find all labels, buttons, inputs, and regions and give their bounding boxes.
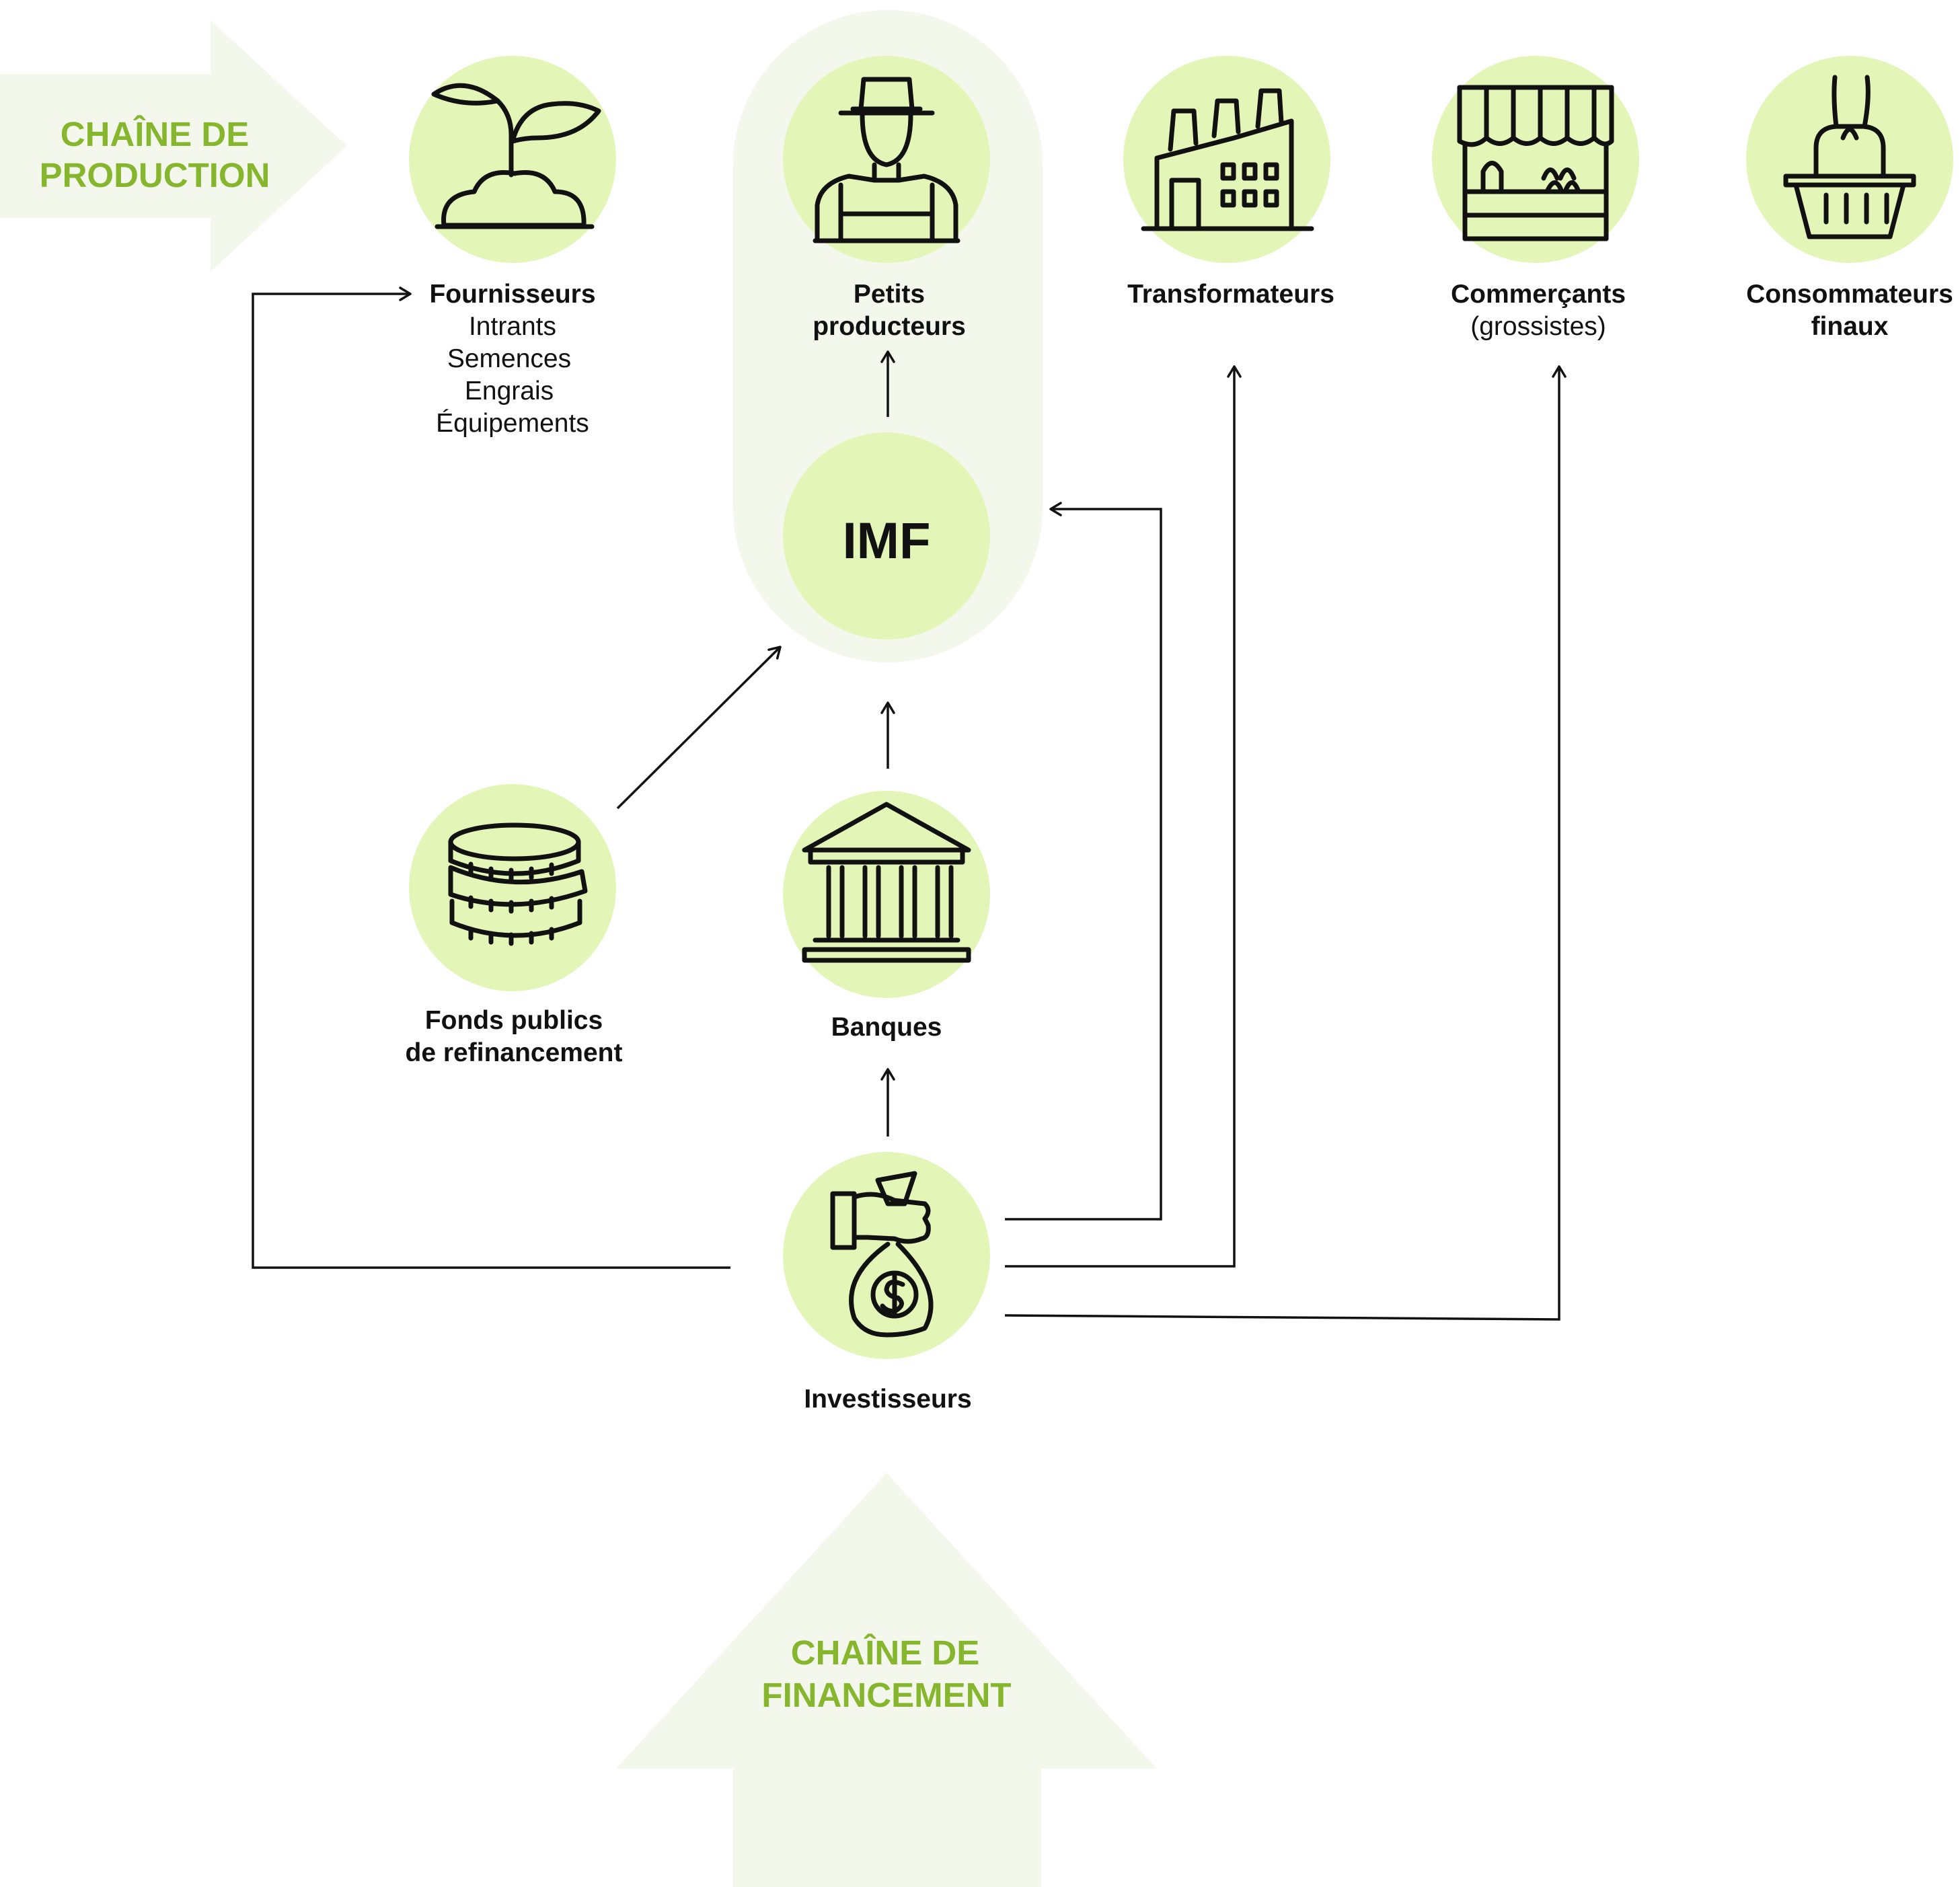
fonds-publics-label: Fonds publics (425, 1006, 603, 1035)
transformateurs-circle (1123, 56, 1330, 263)
fonds-publics-label: de refinancement (406, 1038, 623, 1067)
farmer-icon (813, 77, 960, 243)
imf-circle (783, 432, 990, 640)
financing-chain-arrow (616, 1473, 1157, 1887)
bank-building-icon (802, 802, 971, 963)
arrow-investisseurs-to-commercants (1004, 365, 1567, 1321)
arrow-fonds-to-imf (616, 646, 782, 810)
arrow-investisseurs-to-fournisseurs (252, 286, 730, 1269)
commercants-subtitle: (grossistes) (1470, 312, 1606, 341)
coin-stack-icon (448, 822, 588, 946)
petits-producteurs-circle (783, 56, 990, 263)
financing-chain-line1: CHAÎNE DE (791, 1633, 980, 1672)
investisseurs-label: Investisseurs (804, 1385, 971, 1414)
investisseurs-circle (783, 1152, 990, 1359)
consommateurs-label: Consommateurs (1746, 280, 1953, 309)
commercants-label: Commerçants (1451, 280, 1626, 309)
banques-circle (783, 791, 990, 998)
imf-label: IMF (843, 512, 931, 570)
fournisseurs-item: Semences (447, 344, 571, 373)
petits-producteurs-label: producteurs (813, 312, 966, 341)
consommateurs-label: finaux (1811, 312, 1889, 341)
fournisseurs-title: Fournisseurs (429, 280, 595, 309)
fonds-publics-circle (409, 784, 616, 991)
plant-sprout-icon (431, 83, 601, 229)
production-chain-line2: PRODUCTION (40, 156, 270, 194)
production-chain-line1: CHAÎNE DE (61, 114, 250, 153)
factory-icon (1141, 88, 1314, 231)
fournisseurs-item: Engrais (465, 377, 554, 406)
money-bag-hand-icon (830, 1171, 934, 1338)
petits-producteurs-label: Petits (854, 280, 925, 309)
arrow-investisseurs-to-transformateurs (1005, 365, 1242, 1268)
shopping-basket-icon (1783, 75, 1916, 239)
fournisseurs-item: Intrants (469, 312, 556, 341)
commercants-circle (1432, 56, 1639, 263)
transformateurs-label: Transformateurs (1127, 280, 1334, 309)
market-stall-icon (1457, 85, 1614, 241)
fournisseurs-item: Équipements (436, 409, 589, 438)
production-chain-arrow (0, 20, 347, 272)
arrow-investisseurs-to-imf (1005, 502, 1162, 1221)
banques-label: Banques (831, 1013, 942, 1042)
financing-chain-line2: FINANCEMENT (761, 1676, 1011, 1714)
consommateurs-circle (1746, 56, 1953, 263)
